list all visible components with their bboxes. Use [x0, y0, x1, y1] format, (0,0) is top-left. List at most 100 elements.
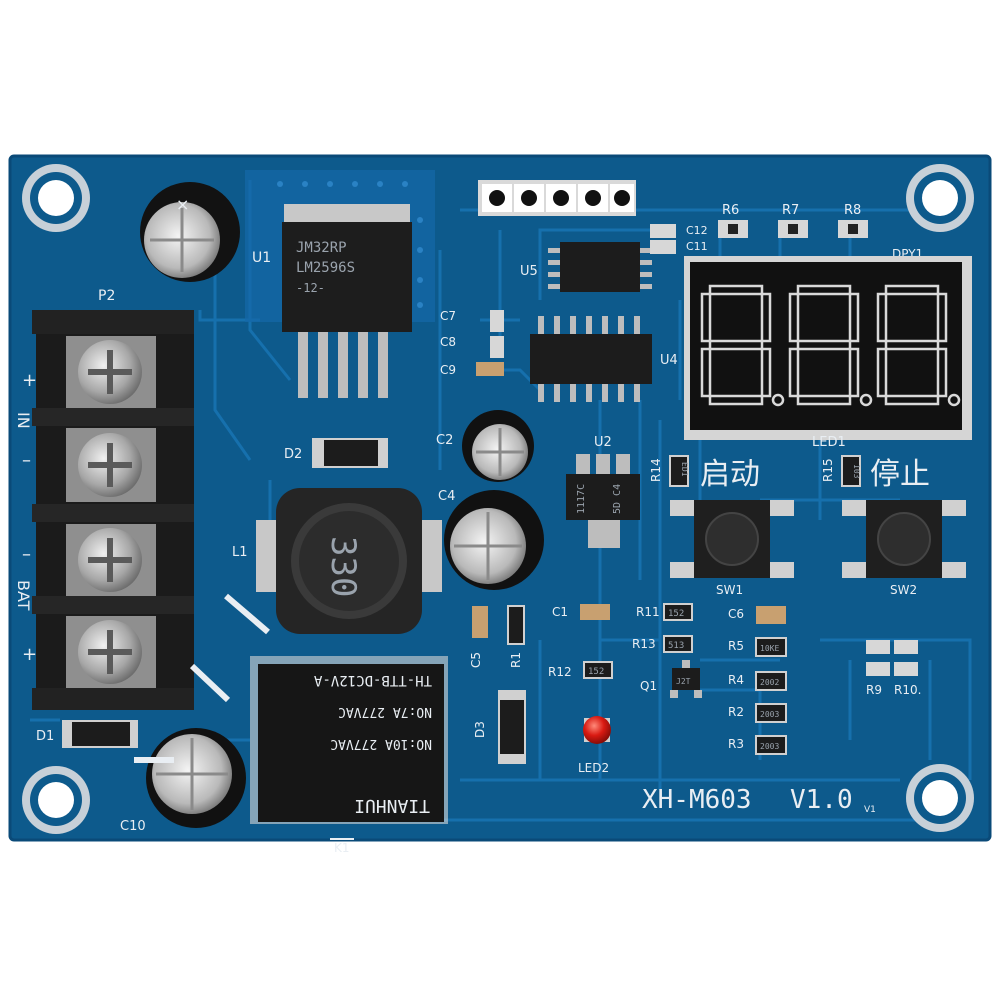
u2-regulator: 1117C 5D C4 U2	[566, 435, 640, 548]
label-r9: R9	[866, 683, 882, 697]
segment	[848, 292, 860, 343]
label-sw1: SW1	[716, 583, 743, 597]
caps-c11-c12: C12 C11	[650, 224, 708, 254]
u1-marking-1: JM32RP	[296, 240, 347, 256]
label-u4: U4	[660, 353, 678, 368]
mount-hole-tr	[906, 164, 974, 232]
capacitor-c1: C1	[552, 604, 610, 620]
segment	[848, 347, 860, 398]
code-r5: 10KE	[760, 644, 779, 653]
segment	[700, 292, 712, 343]
label-u1: U1	[252, 250, 271, 266]
label-c9: C9	[440, 363, 456, 377]
segment	[876, 347, 888, 398]
label-r4: R4	[728, 673, 744, 687]
label-c7: C7	[440, 309, 456, 323]
code-r12: 152	[588, 667, 604, 677]
label-u2: U2	[594, 435, 612, 450]
segment	[796, 394, 852, 406]
u5-chip: U5	[520, 242, 652, 292]
relay-brand: TIANHUI	[354, 795, 430, 816]
board-model: XH-M603	[642, 785, 752, 815]
label-k1: K1	[334, 841, 350, 855]
label-r11: R11	[636, 605, 660, 619]
code-r3: 2003	[760, 742, 779, 751]
segment	[700, 347, 712, 398]
relay-rating-2: NO:10A 277VAC	[330, 736, 432, 751]
inductor-l1: 330 L1	[232, 488, 442, 634]
label-sw2: SW2	[890, 583, 917, 597]
led2: LED2	[578, 716, 611, 775]
code-r14: ED1	[680, 462, 689, 477]
label-p2: P2	[98, 288, 115, 304]
label-c8: C8	[440, 335, 456, 349]
resistor-r12: 152 R12	[548, 661, 613, 679]
label-r2: R2	[728, 705, 744, 719]
resistor-r1: R1	[507, 605, 525, 668]
mount-hole-tl	[22, 164, 90, 232]
resistors-r11-r13: 152 R11 513 R13	[632, 603, 693, 653]
caps-c7-c9: C7 C8 C9	[440, 309, 504, 377]
sw2-stop-button[interactable]: SW2	[842, 500, 966, 597]
u1-regulator: JM32RP LM2596S -12- U1	[245, 170, 435, 398]
relay-model: TH-TTB-DC12V-A	[313, 672, 432, 688]
u4-chip: U4	[530, 316, 678, 402]
transistor-q1: J2T Q1	[640, 660, 702, 698]
relay-k1: TH-TTB-DC12V-A NO:7A 277VAC NO:10A 277VA…	[250, 656, 448, 855]
diode-d1: D1	[36, 720, 138, 748]
resistors-r9-r10: R9 R10.	[866, 640, 921, 697]
label-led1: LED1	[812, 435, 846, 450]
terminal-block-p2: P2	[32, 288, 194, 710]
label-r5: R5	[728, 639, 744, 653]
segment	[884, 394, 940, 406]
board-version: V1.0	[790, 785, 853, 815]
label-d2: D2	[284, 447, 302, 462]
mount-hole-br	[906, 764, 974, 832]
resistor-r14: ED1 R14	[649, 455, 689, 487]
label-r14: R14	[649, 458, 663, 482]
segment	[796, 284, 852, 296]
label-c1: C1	[552, 605, 568, 619]
code-r15: 103	[852, 464, 861, 479]
code-r4: 2002	[760, 678, 779, 687]
display-digit-3	[876, 284, 961, 407]
label-c2: C2	[436, 433, 453, 448]
decimal-point	[859, 393, 873, 407]
label-bat: BAT	[14, 580, 33, 611]
start-button-label: 启动	[700, 457, 760, 492]
label-q1: Q1	[640, 679, 657, 693]
label-d3: D3	[473, 721, 487, 738]
label-r15: R15	[821, 458, 835, 482]
terminal-screw-3	[66, 524, 156, 596]
resistor-column: C6 10KE R5 2002 R4 2003 R2 2003 R3	[728, 606, 787, 755]
segment	[936, 347, 948, 398]
board-version-small: V1	[864, 805, 876, 815]
label-c5: C5	[469, 652, 483, 668]
label-r3: R3	[728, 737, 744, 751]
u2-marking-1: 1117C	[576, 484, 587, 514]
label-c10: C10	[120, 819, 146, 834]
capacitor-c2: C2	[436, 410, 534, 482]
segment	[796, 339, 852, 351]
code-r2: 2003	[760, 710, 779, 719]
resistor-r15: 103 R15	[821, 455, 861, 487]
code-q1: J2T	[676, 677, 691, 686]
label-minus-bottom: –	[22, 544, 31, 565]
label-plus-bottom: +	[22, 644, 37, 665]
decimal-point	[947, 393, 961, 407]
label-d1: D1	[36, 729, 54, 744]
capacitor-c10: C10	[120, 728, 246, 834]
label-r6: R6	[722, 203, 739, 218]
capacitor-top-left: ×	[140, 182, 240, 282]
label-c4: C4	[438, 489, 455, 504]
terminal-screw-4	[66, 616, 156, 688]
diode-d3: D3	[473, 690, 526, 764]
resistors-r6-r8: R6 R7 R8	[718, 203, 868, 238]
svg-text:×: ×	[176, 195, 189, 214]
label-r8: R8	[844, 203, 861, 218]
label-plus-top: +	[22, 370, 37, 391]
segment	[760, 292, 772, 343]
sw1-start-button[interactable]: SW1	[670, 500, 794, 597]
display-digit-2	[788, 284, 873, 407]
